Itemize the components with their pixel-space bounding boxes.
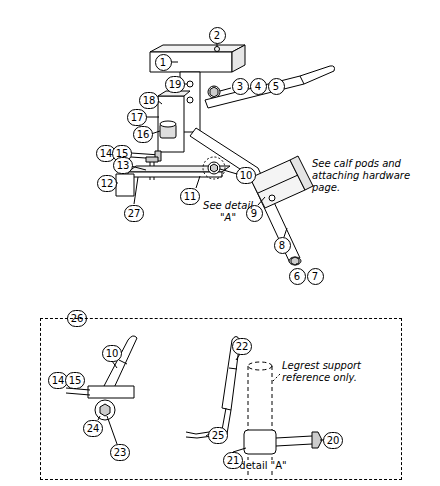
- callout-number: 18: [139, 92, 159, 109]
- callout-number: 16: [133, 126, 153, 143]
- callout-text: 12: [101, 178, 114, 189]
- callout-number: 1: [155, 54, 172, 71]
- detail-frame: detail "A" 10 22 14 15 24 23 25 21 20: [40, 318, 402, 480]
- callout-number: 25: [208, 427, 228, 444]
- callout-text: 3: [237, 81, 243, 92]
- note-label: See detail "A": [196, 200, 260, 224]
- callout-number: 2: [209, 27, 226, 44]
- callout-number: 15: [65, 372, 85, 389]
- callout-text: 13: [117, 160, 130, 171]
- callout-text: 10: [106, 348, 119, 359]
- callout-number: 10: [236, 167, 256, 184]
- callout-text: 15: [69, 375, 82, 386]
- callout-number: 24: [83, 420, 103, 437]
- callout-text: 2: [214, 30, 220, 41]
- callout-text: 6: [294, 271, 300, 282]
- callout-text: 8: [279, 240, 285, 251]
- callout-text: 22: [236, 341, 249, 352]
- callout-text: 5: [273, 81, 279, 92]
- callout-text: 24: [87, 423, 100, 434]
- callout-text: 27: [128, 208, 141, 219]
- callout-number: 5: [268, 78, 285, 95]
- callout-number: 23: [110, 444, 130, 461]
- callout-text: 4: [255, 81, 261, 92]
- callout-number: 4: [250, 78, 267, 95]
- callout-text: 10: [240, 170, 253, 181]
- note-label: See calf pods and attaching hardware pag…: [312, 158, 430, 194]
- callout-text: 21: [227, 455, 240, 466]
- callout-text: 7: [312, 271, 318, 282]
- callout-number: 12: [97, 175, 117, 192]
- callout-number: 11: [180, 188, 200, 205]
- callout-number: 13: [113, 157, 133, 174]
- detail-title: detail "A": [239, 460, 286, 471]
- callout-text: 18: [143, 95, 156, 106]
- callout-text: 14: [100, 148, 113, 159]
- callout-text: 14: [52, 375, 65, 386]
- callout-text: 17: [131, 112, 144, 123]
- callout-number: 10: [102, 345, 122, 362]
- callout-text: 16: [137, 129, 150, 140]
- callout-number: 8: [274, 237, 291, 254]
- callout-text: 1: [160, 57, 166, 68]
- note-label: Legrest support reference only.: [282, 360, 366, 384]
- callout-text: 23: [114, 447, 127, 458]
- callout-number: 21: [223, 452, 243, 469]
- callout-number: 7: [307, 268, 324, 285]
- callout-number: 20: [323, 432, 343, 449]
- callout-text: 19: [169, 79, 182, 90]
- callout-text: 25: [212, 430, 225, 441]
- callout-number: 17: [127, 109, 147, 126]
- callout-text: 11: [184, 191, 197, 202]
- callout-number: 27: [124, 205, 144, 222]
- callout-number: 3: [232, 78, 249, 95]
- callout-number: 6: [289, 268, 306, 285]
- callout-text: 20: [327, 435, 340, 446]
- callout-number: 22: [232, 338, 252, 355]
- callout-number: 19: [165, 76, 185, 93]
